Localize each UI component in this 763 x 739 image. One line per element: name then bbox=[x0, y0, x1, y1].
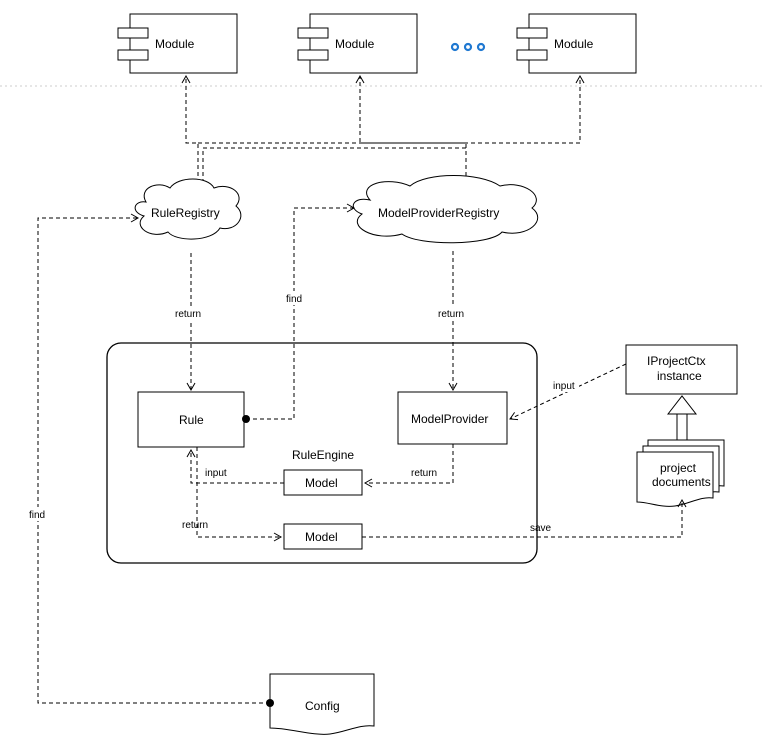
module-label: Module bbox=[554, 37, 594, 51]
model-output-label: Model bbox=[305, 530, 338, 544]
rule-registry-cloud[interactable]: RuleRegistry bbox=[134, 178, 242, 240]
edge-label-return: return bbox=[175, 309, 201, 320]
ellipsis-dots-icon bbox=[450, 42, 486, 52]
project-documents-line1: project bbox=[660, 461, 697, 475]
config-label: Config bbox=[305, 699, 340, 713]
edge-label-return: return bbox=[182, 520, 208, 531]
edge-label-save: save bbox=[530, 523, 552, 534]
edge-label-find: find bbox=[29, 510, 45, 521]
project-documents-line2: documents bbox=[652, 475, 711, 489]
model-provider-label: ModelProvider bbox=[411, 412, 488, 426]
module-component-3[interactable]: Module bbox=[516, 13, 637, 74]
module-dependency-lines bbox=[181, 74, 585, 190]
project-context-box[interactable]: IProjectCtx instance bbox=[625, 344, 738, 395]
module-label: Module bbox=[155, 37, 195, 51]
module-label: Module bbox=[335, 37, 375, 51]
model-provider-registry-label: ModelProviderRegistry bbox=[378, 206, 499, 220]
project-context-line2: instance bbox=[657, 369, 702, 383]
model-input-box[interactable]: Model bbox=[283, 469, 363, 496]
flow-edges bbox=[37, 203, 687, 707]
edge-label-return: return bbox=[438, 309, 464, 320]
project-context-line1: IProjectCtx bbox=[647, 354, 706, 368]
rule-registry-label: RuleRegistry bbox=[151, 206, 220, 220]
config-document[interactable]: Config bbox=[269, 673, 375, 735]
module-component-2[interactable]: Module bbox=[297, 13, 418, 74]
rule-engine-label: RuleEngine bbox=[292, 448, 354, 462]
edge-label-return: return bbox=[411, 468, 437, 479]
project-documents-stack[interactable]: project documents bbox=[636, 439, 725, 507]
model-input-label: Model bbox=[305, 476, 338, 490]
module-component-1[interactable]: Module bbox=[117, 13, 238, 74]
rule-box[interactable]: Rule bbox=[137, 391, 245, 448]
edge-labels: return return find input return input re… bbox=[27, 291, 579, 534]
edge-label-input: input bbox=[205, 468, 227, 479]
rule-label: Rule bbox=[179, 413, 204, 427]
model-output-box[interactable]: Model bbox=[283, 523, 363, 550]
model-provider-box[interactable]: ModelProvider bbox=[397, 391, 508, 445]
realization-arrow bbox=[666, 395, 698, 445]
edge-label-input: input bbox=[553, 381, 575, 392]
model-provider-registry-cloud[interactable]: ModelProviderRegistry bbox=[352, 175, 539, 244]
edge-label-find: find bbox=[286, 294, 302, 305]
